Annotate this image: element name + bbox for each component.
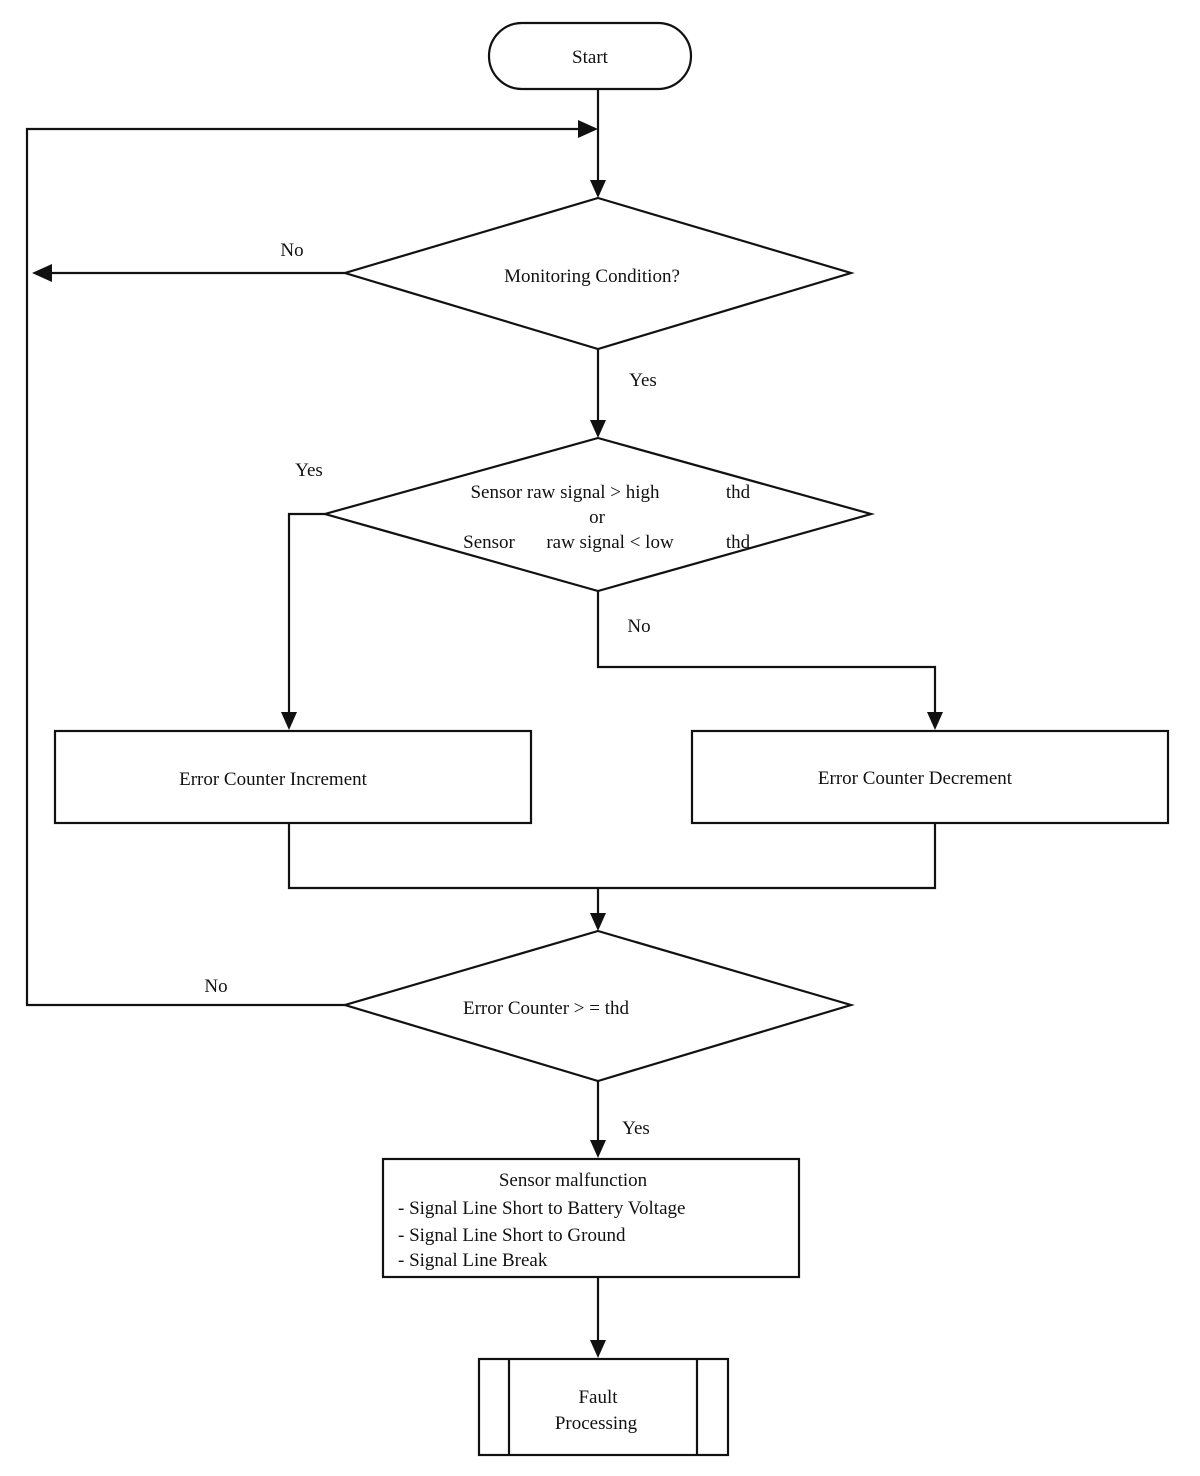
- threshold-line1-text: Sensor raw signal > high: [470, 482, 660, 503]
- arrowhead-to-decrement: [927, 712, 943, 730]
- threshold-line3-sensor: Sensor: [463, 532, 515, 553]
- arrowhead-to-counter-check: [590, 913, 606, 931]
- monitoring-condition-label: Monitoring Condition?: [504, 266, 680, 287]
- process-error-counter-increment: Error Counter Increment: [53, 729, 533, 825]
- threshold-line3-text: raw signal < low: [546, 532, 674, 553]
- malfunction-title: Sensor malfunction: [499, 1170, 648, 1191]
- process-fault-processing: Fault Processing: [477, 1357, 730, 1457]
- decision-threshold-check: Sensor raw signal > high thd or Sensor r…: [320, 436, 876, 593]
- malfunction-item: - Signal Line Short to Ground: [398, 1225, 626, 1246]
- malfunction-item: - Signal Line Break: [398, 1250, 548, 1271]
- arrowhead-to-threshold: [590, 420, 606, 438]
- process-error-counter-decrement: Error Counter Decrement: [690, 729, 1170, 825]
- start-node: Start: [487, 21, 693, 91]
- threshold-no-label: No: [627, 616, 650, 637]
- monitoring-no-label: No: [280, 240, 303, 261]
- start-label: Start: [572, 47, 609, 68]
- threshold-line1-thd: thd: [726, 482, 751, 503]
- decision-counter-check: Error Counter > = thd: [341, 929, 855, 1083]
- arrowhead-to-monitoring: [590, 180, 606, 198]
- arrowhead-to-malfunction: [590, 1140, 606, 1158]
- malfunction-item: - Signal Line Short to Battery Voltage: [398, 1198, 685, 1219]
- arrowhead-to-increment: [281, 712, 297, 730]
- counter-yes-label: Yes: [622, 1118, 650, 1139]
- fault-line2: Processing: [555, 1413, 638, 1434]
- connector-merge: [287, 823, 937, 890]
- decision-monitoring-condition: Monitoring Condition?: [341, 196, 855, 351]
- counter-check-label: Error Counter > = thd: [463, 998, 630, 1019]
- counter-no-label: No: [204, 976, 227, 997]
- connector-loop-back: [25, 127, 580, 1007]
- connector-threshold-no: [596, 591, 937, 718]
- connector-threshold-yes: [287, 512, 325, 718]
- fault-line1: Fault: [578, 1387, 618, 1408]
- process-sensor-malfunction: Sensor malfunction - Signal Line Short t…: [381, 1157, 801, 1279]
- threshold-yes-label: Yes: [295, 460, 323, 481]
- arrowhead-loop-back: [578, 120, 598, 138]
- increment-label: Error Counter Increment: [179, 769, 368, 790]
- decrement-label: Error Counter Decrement: [818, 768, 1013, 789]
- monitoring-yes-label: Yes: [629, 370, 657, 391]
- arrowhead-monitoring-no: [32, 264, 52, 282]
- threshold-line3-thd: thd: [726, 532, 751, 553]
- arrowhead-to-fault: [590, 1340, 606, 1358]
- threshold-line2-or: or: [589, 507, 606, 528]
